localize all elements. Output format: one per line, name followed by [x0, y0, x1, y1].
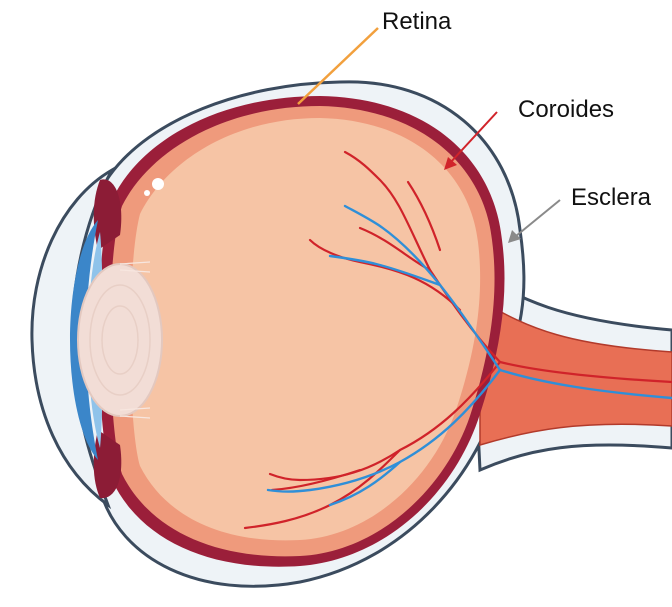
- highlight: [152, 178, 164, 190]
- highlight: [144, 190, 150, 196]
- retina-label: Retina: [382, 8, 451, 36]
- esclera-pointer-line: [516, 200, 560, 236]
- coroides-label: Coroides: [518, 96, 614, 124]
- esclera-label: Esclera: [571, 184, 651, 212]
